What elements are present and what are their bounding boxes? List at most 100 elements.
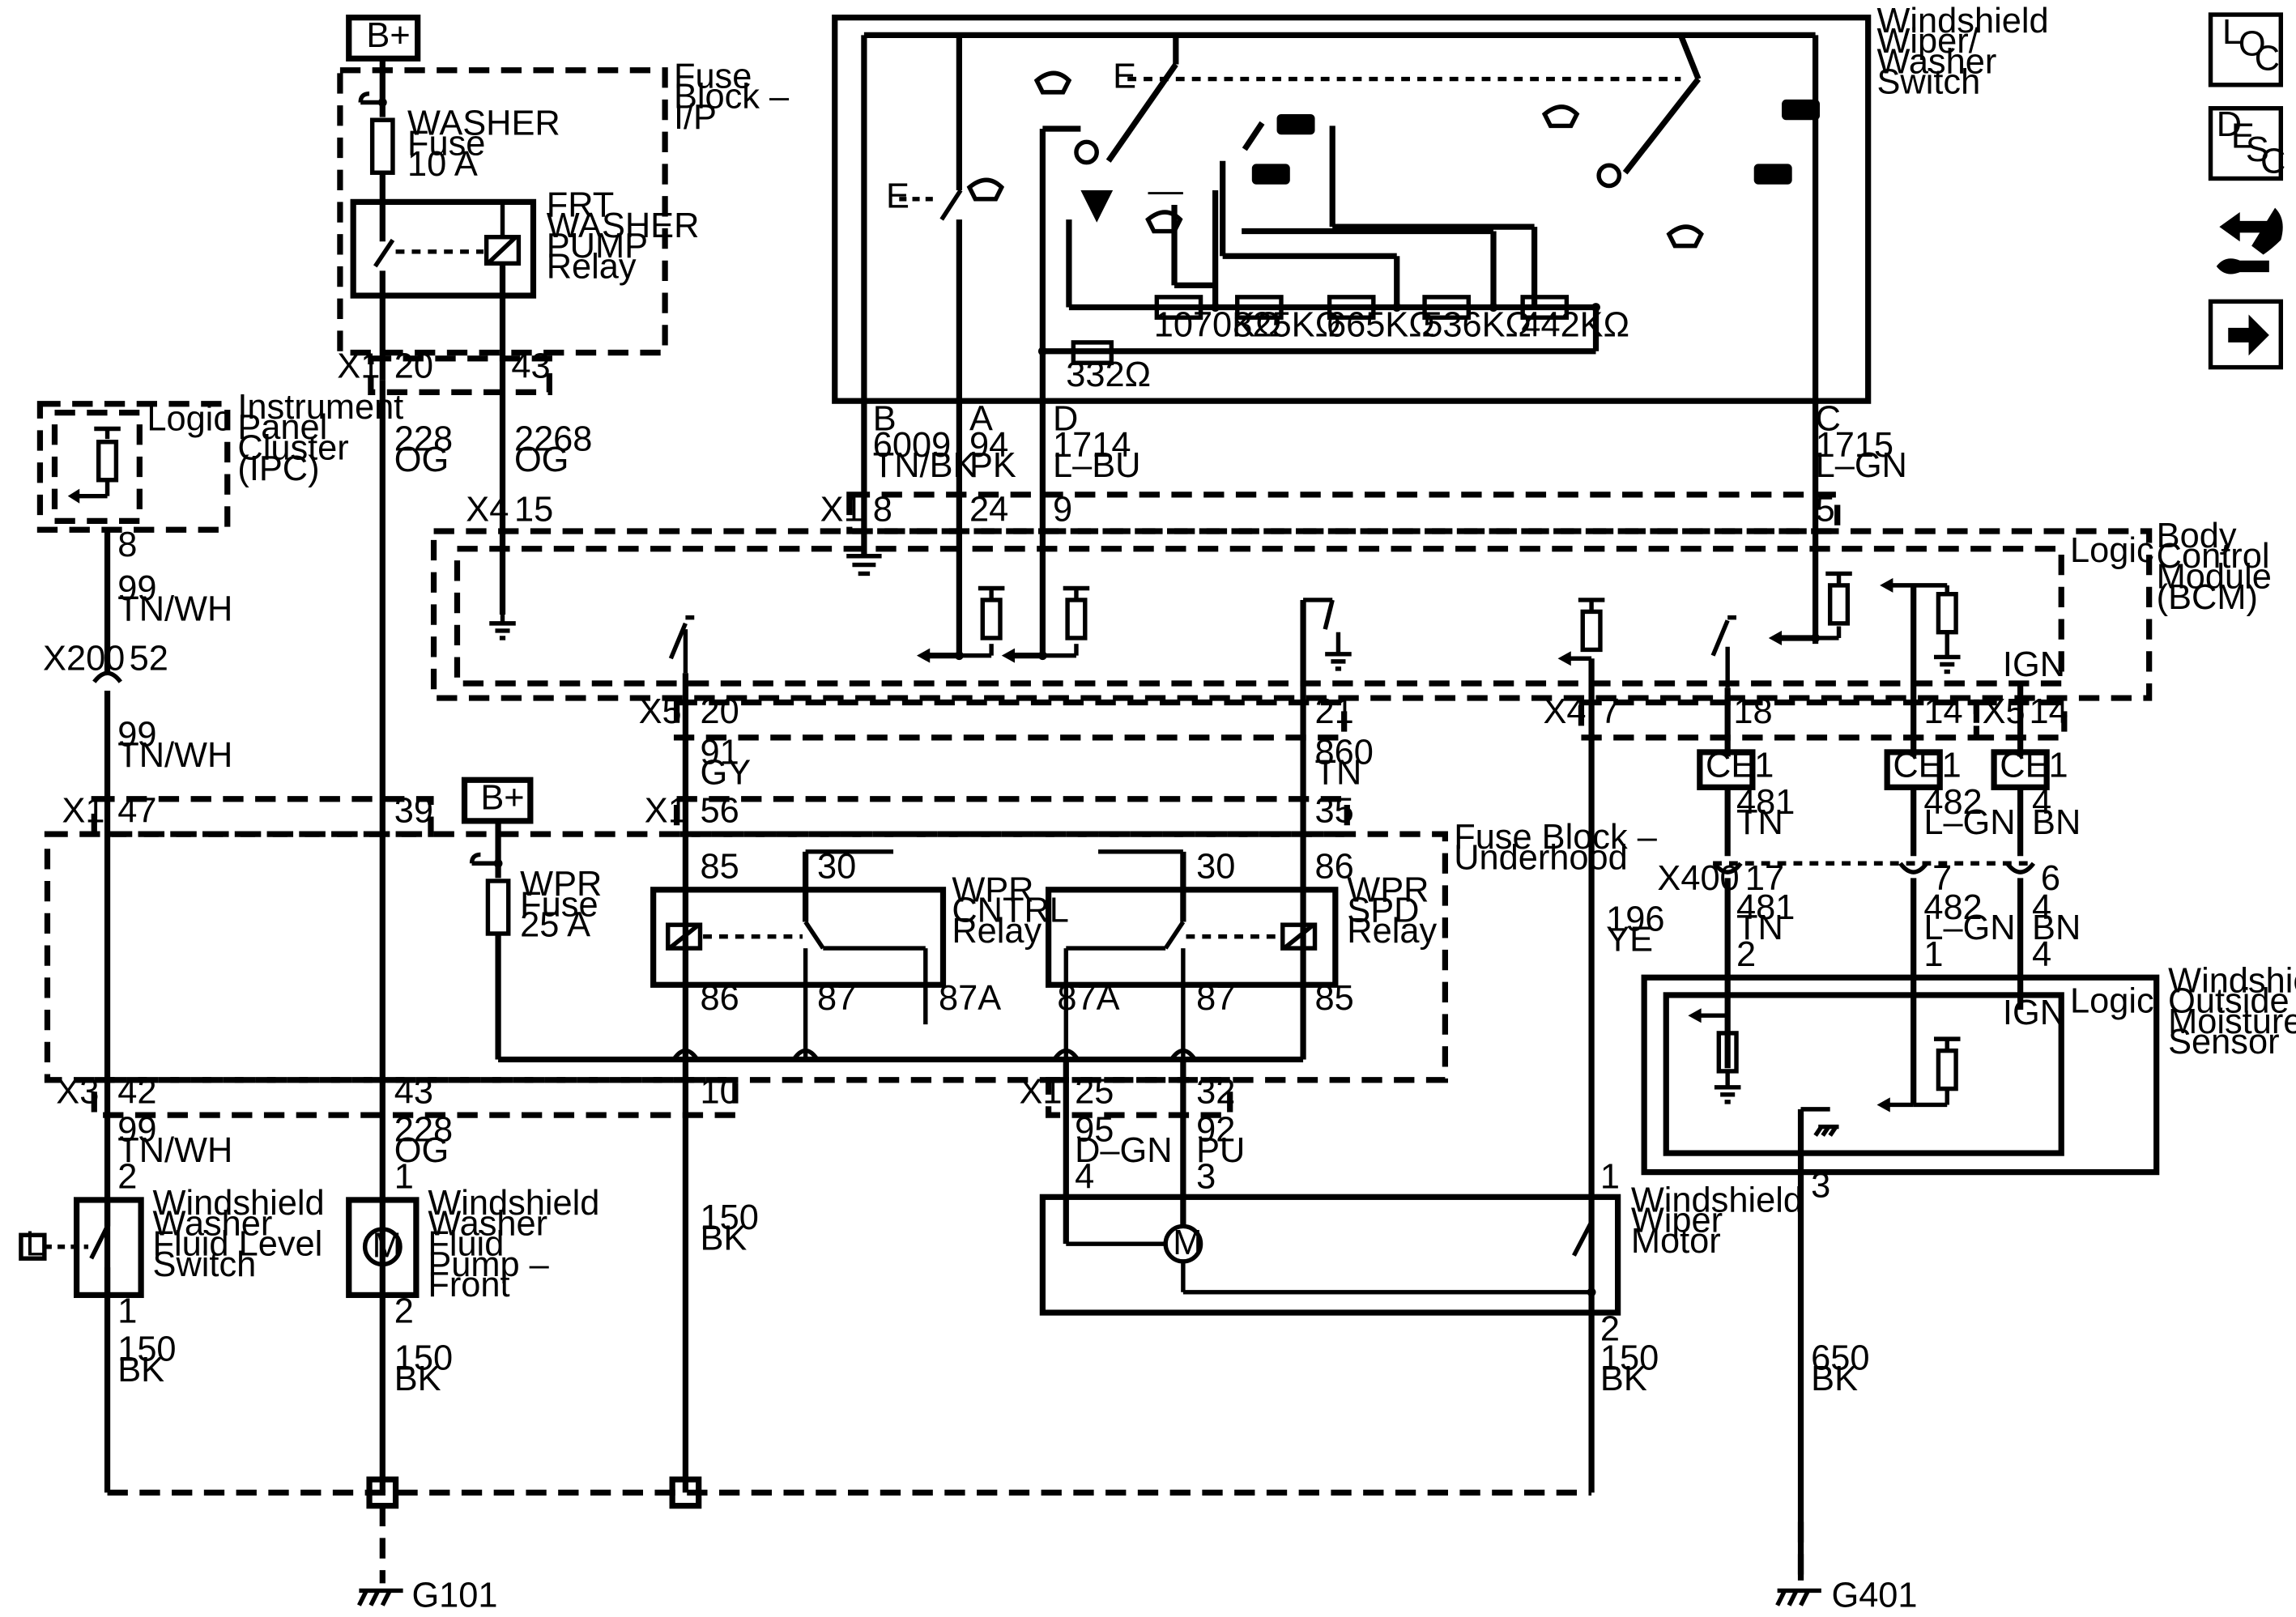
instrument-panel-cluster xyxy=(36,401,231,533)
svg-text:1: 1 xyxy=(1923,935,1943,974)
svg-text:C: C xyxy=(2255,40,2280,79)
svg-text:PU: PU xyxy=(1196,1131,1245,1170)
svg-text:2: 2 xyxy=(1736,935,1756,974)
svg-text:482: 482 xyxy=(1923,888,1982,927)
svg-text:Sensor: Sensor xyxy=(2168,1023,2279,1062)
svg-text:92: 92 xyxy=(1196,1111,1235,1150)
svg-text:L–GN: L–GN xyxy=(1923,908,2015,947)
svg-text:Wiper/: Wiper/ xyxy=(1877,22,1979,61)
svg-text:GY: GY xyxy=(700,754,751,793)
svg-text:E: E xyxy=(2231,117,2255,156)
svg-text:85: 85 xyxy=(700,847,739,886)
svg-text:TN/BK: TN/BK xyxy=(873,446,977,485)
svg-text:1: 1 xyxy=(117,1292,137,1331)
svg-text:TN: TN xyxy=(1736,803,1783,842)
svg-text:52: 52 xyxy=(130,640,168,679)
svg-text:3: 3 xyxy=(1811,1166,1830,1205)
svg-text:20: 20 xyxy=(700,692,739,731)
location-icon-button[interactable]: L O C xyxy=(2208,12,2284,87)
svg-text:A: A xyxy=(969,399,993,438)
ground-g101-icon xyxy=(356,1588,403,1606)
svg-text:8: 8 xyxy=(117,526,137,564)
svg-text:—: — xyxy=(1148,171,1184,210)
svg-text:4: 4 xyxy=(2032,888,2051,927)
svg-text:2268: 2268 xyxy=(514,420,592,459)
svg-text:481: 481 xyxy=(1736,888,1795,927)
svg-text:43: 43 xyxy=(511,347,550,385)
svg-text:BK: BK xyxy=(1600,1360,1647,1398)
svg-text:L: L xyxy=(25,1225,45,1264)
svg-text:Windshield: Windshield xyxy=(428,1184,599,1223)
svg-text:BN: BN xyxy=(2032,908,2081,947)
svg-text:95: 95 xyxy=(1075,1111,1114,1150)
svg-text:Logic: Logic xyxy=(2070,531,2154,570)
washer-fuse xyxy=(369,117,395,175)
svg-text:D: D xyxy=(1053,399,1078,438)
svg-text:TN: TN xyxy=(1315,754,1362,793)
svg-text:Switch: Switch xyxy=(153,1245,257,1284)
svg-text:Windshield: Windshield xyxy=(2168,961,2296,1000)
svg-text:6009: 6009 xyxy=(873,426,951,465)
svg-text:Switch: Switch xyxy=(1877,63,1981,102)
fuse-block-underhood xyxy=(44,831,1448,1083)
svg-text:Washer: Washer xyxy=(153,1204,273,1243)
connector-tool-icon-button[interactable] xyxy=(2216,207,2283,274)
svg-text:21: 21 xyxy=(1315,692,1354,731)
svg-text:2: 2 xyxy=(394,1292,414,1331)
svg-text:Outside: Outside xyxy=(2168,982,2289,1021)
svg-text:87A: 87A xyxy=(939,979,1001,1018)
svg-text:D: D xyxy=(2217,105,2242,144)
svg-text:1715: 1715 xyxy=(1816,426,1893,465)
svg-text:6: 6 xyxy=(2041,859,2060,898)
svg-text:C: C xyxy=(1816,399,1841,438)
svg-text:Relay: Relay xyxy=(1347,912,1437,951)
svg-text:536KΩ: 536KΩ xyxy=(1423,306,1531,345)
svg-text:Relay: Relay xyxy=(547,247,637,286)
washer-fuse-label: WASHER xyxy=(407,104,560,143)
svg-text:99: 99 xyxy=(117,569,156,608)
svg-text:7: 7 xyxy=(1600,692,1620,731)
next-arrow-icon-button[interactable] xyxy=(2208,299,2284,370)
svg-text:20: 20 xyxy=(394,347,433,385)
svg-text:PUMP: PUMP xyxy=(547,227,648,266)
svg-text:M: M xyxy=(1173,1223,1202,1262)
svg-text:S: S xyxy=(2246,130,2269,169)
svg-text:Fuse: Fuse xyxy=(407,125,485,164)
svg-text:Windshield: Windshield xyxy=(1877,2,2049,40)
svg-text:2: 2 xyxy=(117,1157,137,1196)
svg-text:C: C xyxy=(2260,142,2285,181)
svg-text:G401: G401 xyxy=(1831,1576,1917,1615)
svg-text:99: 99 xyxy=(117,716,156,755)
svg-text:87: 87 xyxy=(817,979,856,1018)
svg-text:25 A: 25 A xyxy=(520,906,590,945)
svg-text:TN/WH: TN/WH xyxy=(117,736,232,775)
frt-washer-relay-label: FRT xyxy=(547,185,615,224)
svg-text:WASHER: WASHER xyxy=(547,206,700,245)
svg-text:SPD: SPD xyxy=(1347,891,1419,930)
description-icon-button[interactable]: D E S C xyxy=(2208,105,2286,181)
svg-text:TN/WH: TN/WH xyxy=(117,589,232,628)
svg-text:2: 2 xyxy=(1600,1309,1620,1348)
svg-text:E: E xyxy=(1113,57,1136,96)
svg-text:228: 228 xyxy=(394,420,453,459)
svg-text:L: L xyxy=(2222,13,2242,52)
wpr-spd-relay xyxy=(1045,887,1339,988)
svg-text:Body: Body xyxy=(2157,517,2237,555)
svg-text:86: 86 xyxy=(1315,847,1354,886)
svg-text:OG: OG xyxy=(394,440,449,479)
wiper-washer-switch xyxy=(832,15,1872,404)
svg-text:YE: YE xyxy=(1606,921,1653,960)
b-plus-terminal-top: B+ xyxy=(346,15,421,62)
svg-text:G101: G101 xyxy=(411,1576,497,1615)
svg-text:B: B xyxy=(873,399,897,438)
svg-text:BN: BN xyxy=(2032,803,2081,842)
svg-text:1: 1 xyxy=(1600,1157,1620,1196)
svg-text:15: 15 xyxy=(514,490,553,529)
svg-text:Front: Front xyxy=(428,1266,509,1304)
svg-text:L–GN: L–GN xyxy=(1816,446,1907,485)
svg-text:IGN: IGN xyxy=(2003,994,2065,1032)
svg-text:Fluid Level: Fluid Level xyxy=(153,1225,323,1264)
svg-text:665KΩ: 665KΩ xyxy=(1327,306,1435,345)
svg-text:85: 85 xyxy=(1315,979,1354,1018)
